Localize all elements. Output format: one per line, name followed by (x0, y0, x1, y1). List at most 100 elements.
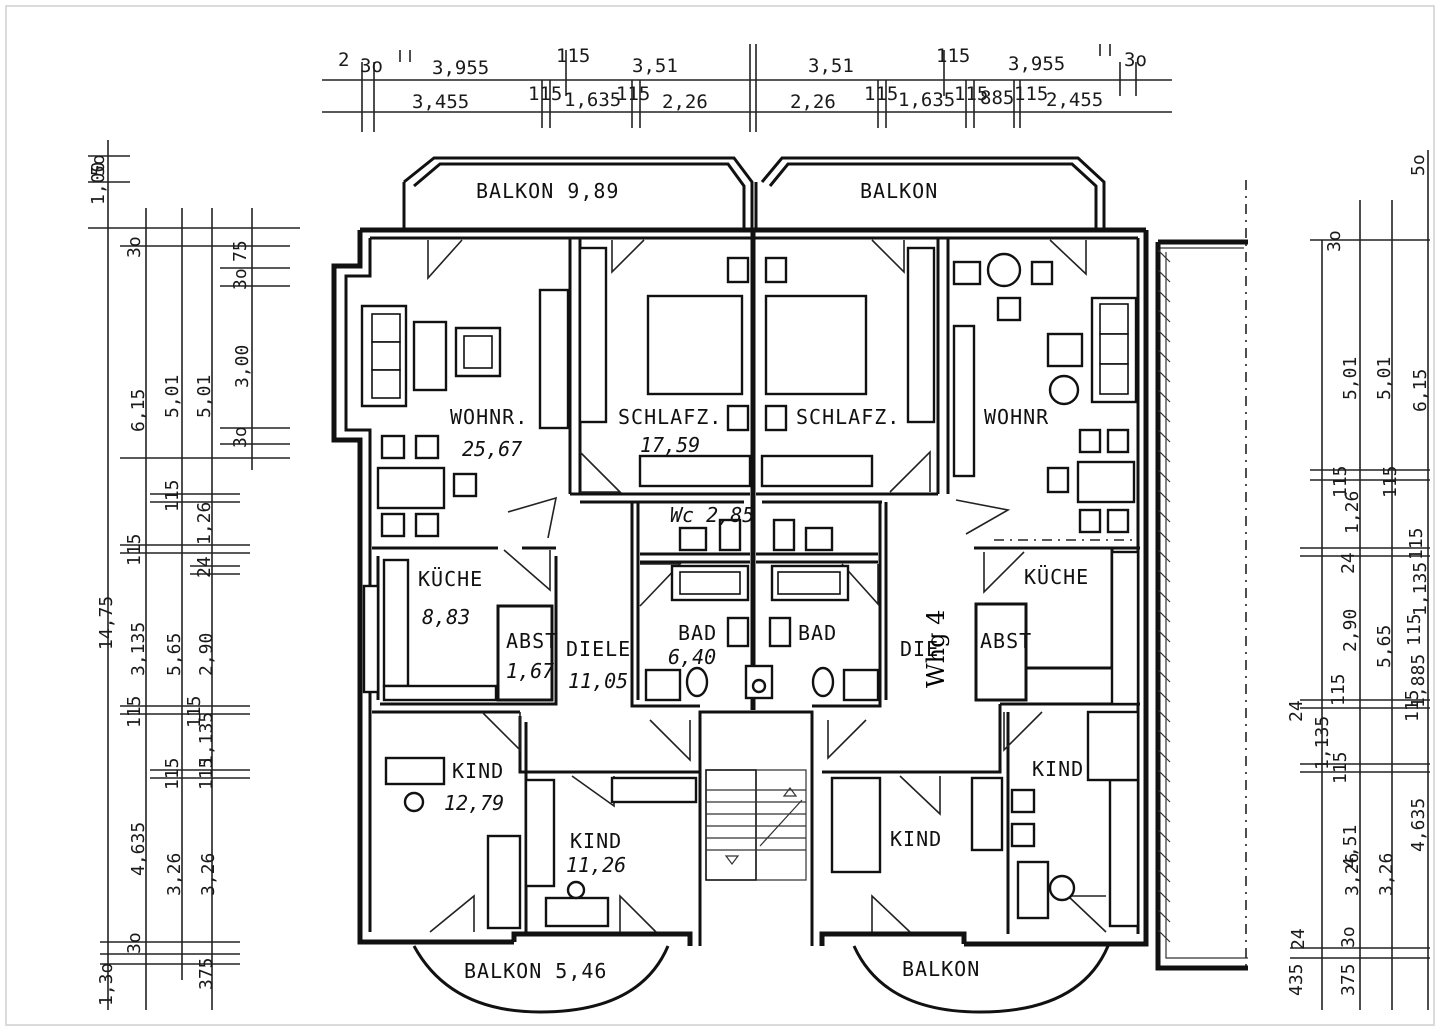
top-dim-1: 2 (338, 49, 349, 71)
label-schlafz-right: SCHLAFZ. (796, 405, 900, 429)
left-dim-21: 1,135 (196, 712, 217, 766)
right-dim-18: 1,135 (1312, 716, 1333, 770)
left-dim-3: 3o (124, 236, 145, 258)
label-kind-left-1: KIND (452, 759, 504, 783)
area-wohnr-left: 25,67 (462, 437, 522, 461)
left-dim-24: 4,635 (128, 822, 149, 876)
label-kueche-left: KÜCHE (418, 567, 483, 591)
left-dim-25: 3,26 (164, 853, 185, 896)
area-abst-left: 1,67 (506, 659, 554, 683)
left-dim-7: 5,01 (162, 375, 183, 418)
left-dim-14: 24 (194, 556, 215, 578)
top-dim-5: 3,51 (632, 55, 678, 77)
right-dim-26: 3o (1338, 926, 1359, 948)
right-dim-1: 5o (1408, 154, 1429, 176)
left-dim-22: 115 (162, 757, 183, 790)
right-dim-21: 4,51 (1340, 825, 1361, 868)
right-dim-16: 115 (1402, 689, 1423, 722)
right-dim-13: 2,90 (1340, 609, 1361, 652)
left-dim-28: 1,3o (96, 963, 117, 1006)
left-dim-18: 2,90 (196, 633, 217, 676)
left-dim-8: 5,01 (194, 375, 215, 418)
left-dim-23: 115 (196, 757, 217, 790)
left-dim-4: 3o (230, 268, 251, 290)
label-balkon-top-right: BALKON (860, 179, 938, 203)
label-kueche-right: KÜCHE (1024, 565, 1089, 589)
right-dim-17: 24 (1286, 700, 1307, 722)
left-dim-17: 5,65 (164, 633, 185, 676)
top-dim-8: 3,955 (1008, 53, 1065, 75)
left-dim-16: 3,135 (128, 622, 149, 676)
right-dim-15: 1,885 (1408, 654, 1429, 708)
left-dim-10: 3o (230, 426, 251, 448)
right-dim-19: 115 (1328, 673, 1349, 706)
right-dim-28: 375 (1338, 963, 1359, 996)
right-dim-27: 435 (1286, 963, 1307, 996)
left-dim-2: 5o (88, 154, 109, 176)
area-diele-left: 11,05 (568, 669, 628, 693)
left-dim-13: 1,26 (194, 502, 215, 545)
balcony-bottom (412, 945, 1110, 1014)
top-dim-row2-3: 1,635 (564, 89, 621, 111)
top-dimension-chain: 2 3o 3,955 115 3,51 3,51 115 3,955 3o 3,… (322, 44, 1172, 132)
right-dimension-chain: 5o 3o 5,01 5,01 6,15 115 115 1,26 24 115… (1286, 150, 1431, 1010)
furniture (360, 246, 1140, 930)
top-dim-row2-1: 3,455 (412, 91, 469, 113)
label-balkon-bottom-left: BALKON 5,46 (464, 959, 607, 983)
right-dim-5: 6,15 (1410, 369, 1431, 412)
left-dimension-chain: 1,00 5o 3o 3o 75 6,15 5,01 5,01 3,00 3o … (88, 140, 300, 1010)
label-diele-left: DIELE (566, 637, 631, 661)
area-kind-left-1: 12,79 (444, 791, 504, 815)
sheet-border (5, 5, 1435, 1026)
left-dim-9: 3,00 (232, 345, 253, 388)
top-dim-7: 115 (936, 45, 970, 67)
label-wohnr-right: WOHNR (984, 405, 1049, 429)
top-dim-row2-11: 115 (1014, 83, 1048, 105)
top-dim-row2-8: 1,635 (898, 89, 955, 111)
label-wohnr-left: WOHNR. (450, 405, 528, 429)
area-kind-left-2: 11,26 (566, 853, 626, 877)
area-kueche-left: 8,83 (422, 605, 470, 629)
top-dim-row2-4: 115 (616, 83, 650, 105)
label-wc: Wc 2,85 (670, 503, 754, 527)
top-dim-row2-12: 2,455 (1046, 89, 1103, 111)
left-dim-15: 14,75 (96, 596, 117, 650)
right-dim-4: 5,01 (1374, 357, 1395, 400)
left-dim-12: 115 (124, 533, 145, 566)
left-dim-11: 115 (162, 479, 183, 512)
right-dim-3: 5,01 (1340, 357, 1361, 400)
label-kind-right-1: KIND (890, 827, 942, 851)
top-dim-row2-6: 2,26 (790, 91, 836, 113)
right-dim-11: 1,135 (1410, 562, 1431, 616)
right-dim-23: 3,26 (1376, 853, 1397, 896)
right-dim-9: 24 (1338, 552, 1359, 574)
top-dim-2: 3o (360, 55, 383, 77)
top-dim-row2-10: 885 (980, 87, 1014, 109)
room-labels: BALKON 9,89 BALKON WOHNR. 25,67 SCHLAFZ.… (418, 179, 1089, 983)
top-dim-9: 3o (1124, 49, 1147, 71)
right-dim-12: 115 (1404, 613, 1425, 646)
door-swings (427, 239, 1107, 933)
right-dim-14: 5,65 (1374, 625, 1395, 668)
label-kind-right-2: KIND (1032, 757, 1084, 781)
left-dim-29: 375 (196, 957, 217, 990)
top-dim-6: 3,51 (808, 55, 854, 77)
right-dim-10: 115 (1406, 527, 1427, 560)
left-dim-20: 115 (184, 695, 205, 728)
right-dim-24: 4,635 (1408, 798, 1429, 852)
label-schlafz-left: SCHLAFZ. (618, 405, 722, 429)
left-dim-5: 75 (230, 240, 251, 262)
label-balkon-top-left: BALKON 9,89 (476, 179, 619, 203)
right-dim-2: 3o (1324, 230, 1345, 252)
top-dim-row2-2: 115 (528, 83, 562, 105)
top-dim-3: 3,955 (432, 57, 489, 79)
right-dim-6: 115 (1330, 465, 1351, 498)
balcony-top (402, 156, 1106, 228)
label-diele-right: DIE (900, 637, 939, 661)
right-dim-25: 24 (1288, 928, 1309, 950)
label-balkon-bottom-right: BALKON (902, 957, 980, 981)
area-bad-left: 6,40 (668, 645, 716, 669)
left-dim-1: 1,00 (88, 162, 109, 205)
label-abst-right: ABST (980, 629, 1032, 653)
label-abst-left: ABST (506, 629, 558, 653)
